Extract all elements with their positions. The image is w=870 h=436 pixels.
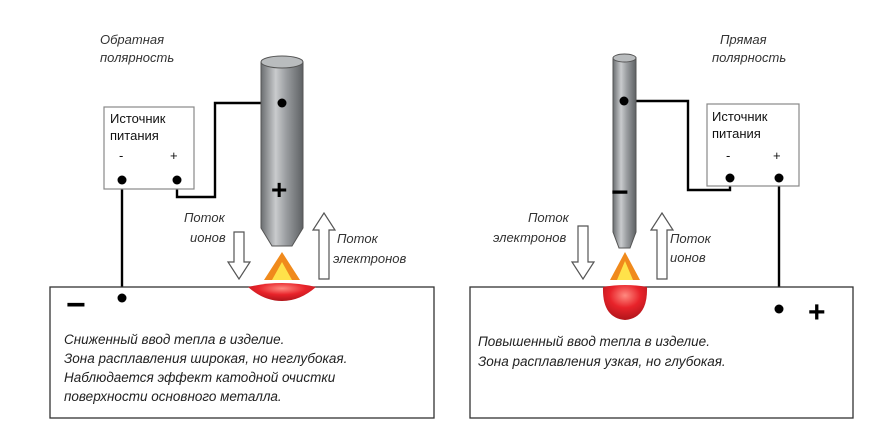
left-polarity-label-1: Обратная [100,32,164,47]
left-terminal-plus [172,175,182,185]
left-panel: Обратная полярность Источник питания - +… [49,32,435,419]
left-desc-line-2: Зона расплавления широкая, но неглубокая… [64,351,347,366]
left-desc-line-3: Наблюдается эффект катодной очистки [64,370,336,385]
left-arrow-up-label-2: электронов [333,251,406,266]
left-plate-contact [117,293,127,303]
left-arrow-down-label-2: ионов [190,230,226,245]
left-wire-plus [175,101,282,199]
right-arrow-down-label-1: Поток [528,210,570,225]
left-arrow-up [311,211,337,280]
left-desc-line-1: Сниженный ввод тепла в изделие. [64,332,284,347]
left-polarity-label-2: полярность [100,50,174,65]
right-plate-contact [774,304,784,314]
left-electrode-contact [277,98,287,108]
left-arrow-down-label-1: Поток [184,210,226,225]
right-electrode-sign: − [611,176,629,209]
right-arrow-down-label-2: электронов [493,230,566,245]
right-weld-pool [602,285,648,320]
right-power-source [706,103,800,187]
right-arc-inner [617,261,633,280]
right-plate-sign: + [808,296,826,329]
right-polarity-label-1: Прямая [720,32,767,47]
left-source-label-1: Источник [110,111,166,126]
left-source-minus: - [119,148,123,163]
right-electrode [612,53,637,249]
right-electrode-contact [619,96,629,106]
right-terminal-plus [774,173,784,183]
right-arrow-up [649,211,675,280]
right-source-minus: - [726,148,730,163]
right-arrow-up-label-2: ионов [670,250,706,265]
left-weld-pool [248,283,316,301]
right-source-label-2: питания [712,126,761,141]
left-electrode-sign: + [271,174,287,205]
right-arrow-down [570,225,596,281]
left-terminal-minus [117,175,127,185]
right-desc-line-2: Зона расплавления узкая, но глубокая. [478,354,726,369]
right-terminal-minus [725,173,735,183]
left-desc-line-4: поверхности основного металла. [64,389,282,404]
right-source-plus: + [773,148,781,163]
left-arc-inner [272,262,292,280]
left-electrode [260,55,304,247]
left-workpiece [49,286,435,419]
left-power-source [103,106,195,190]
right-desc-line-1: Повышенный ввод тепла в изделие. [478,334,710,349]
right-workpiece [469,286,854,419]
left-source-plus: + [170,148,178,163]
right-panel: Прямая полярность Источник питания - + −… [469,32,854,419]
right-arrow-up-label-1: Поток [670,231,712,246]
right-source-label-1: Источник [712,109,768,124]
left-plate-sign: − [66,286,86,324]
left-arrow-up-label-1: Поток [337,231,379,246]
left-arrow-down [226,231,252,281]
left-source-label-2: питания [110,128,159,143]
right-polarity-label-2: полярность [712,50,786,65]
